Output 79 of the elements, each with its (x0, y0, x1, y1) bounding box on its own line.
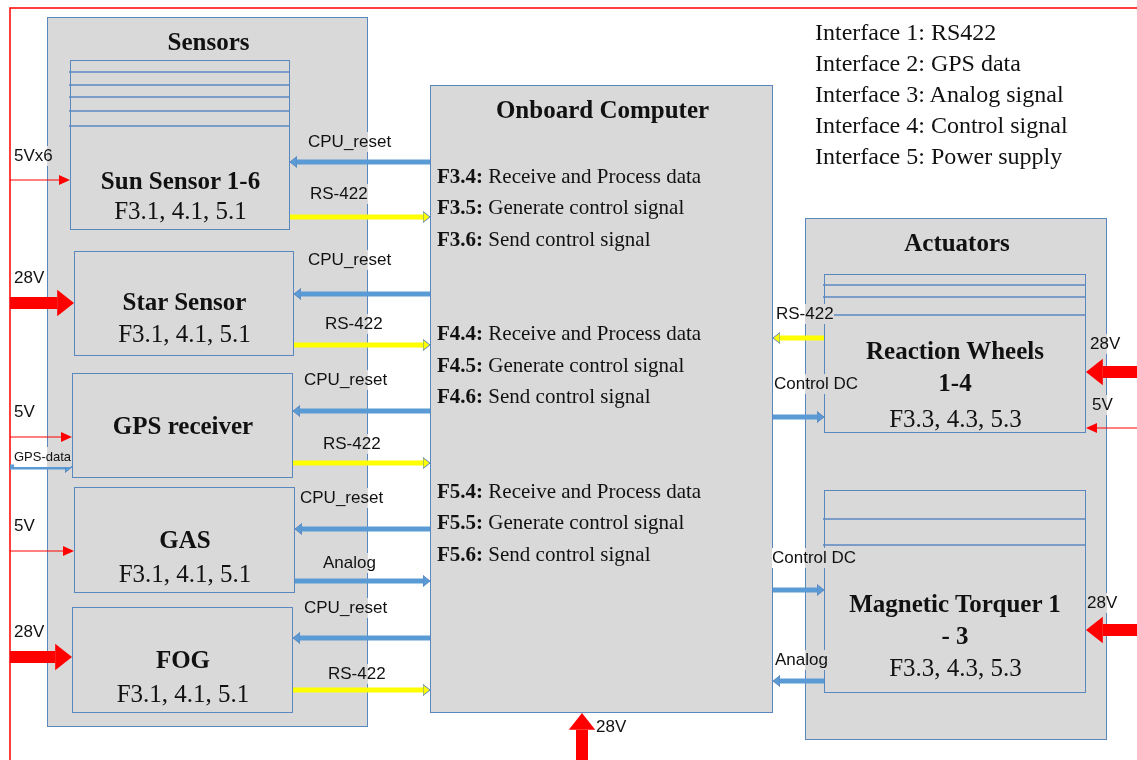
power-arrow (9, 175, 70, 185)
signal-arrow (289, 156, 430, 168)
signal-arrow (772, 675, 824, 687)
signal-arrow (293, 684, 431, 696)
edge-label: RS-422 (328, 664, 386, 684)
power-arrow (10, 289, 74, 317)
sensor-box (71, 372, 293, 478)
edge-label: CPU_reset (304, 370, 388, 390)
box-title: Actuators (903, 228, 1011, 258)
box-title: Reaction Wheels 1-4 (865, 335, 1045, 398)
function-codes: F3.1, 4.1, 5.1 (117, 559, 253, 588)
interface-note: Interface 2: GPS data (815, 49, 1021, 77)
edge-label: RS-422 (776, 304, 834, 324)
function-text: F4.4: Receive and Process data (437, 321, 703, 346)
signal-arrow (294, 339, 431, 351)
edge-label: CPU_reset (308, 132, 392, 152)
box-title: Sensors (166, 27, 251, 57)
signal-arrow (293, 457, 431, 469)
interface-note: Interface 4: Control signal (815, 111, 1068, 139)
edge-label: CPU_reset (300, 488, 384, 508)
function-text: F3.6: Send control signal (437, 227, 652, 252)
function-codes: F3.1, 4.1, 5.1 (117, 319, 252, 348)
edge-label: CPU_reset (304, 598, 388, 618)
computer-box (430, 85, 773, 713)
function-text: F3.5: Generate control signal (437, 195, 686, 220)
function-codes: F3.3, 4.3, 5.3 (888, 404, 1023, 433)
edge-label: Control DC (774, 374, 859, 394)
signal-arrow (292, 632, 430, 644)
edge-label: 28V (1087, 593, 1118, 613)
edge-label: RS-422 (325, 314, 383, 334)
signal-arrow (293, 288, 430, 300)
signal-arrow (772, 332, 824, 344)
signal-arrow (290, 211, 431, 223)
signal-arrow (292, 405, 430, 417)
function-codes: F3.1, 4.1, 5.1 (113, 196, 248, 225)
function-text: F5.5: Generate control signal (437, 510, 686, 535)
signal-arrow (773, 584, 825, 596)
power-arrow (10, 643, 72, 671)
power-arrow (9, 432, 72, 442)
edge-label: 5Vx6 (14, 146, 53, 166)
box-title: Sun Sensor 1-6 (99, 165, 262, 196)
box-title: FOG (154, 644, 212, 675)
box-title: GPS receiver (111, 410, 255, 441)
function-codes: F3.3, 4.3, 5.3 (888, 653, 1023, 682)
box-title: Magnetic Torquer 1 - 3 (848, 588, 1062, 651)
power-arrow (1086, 423, 1137, 433)
function-text: F3.4: Receive and Process data (437, 164, 703, 189)
box-title: Onboard Computer (494, 95, 711, 125)
function-text: F4.5: Generate control signal (437, 353, 686, 378)
sensor-box (71, 606, 293, 713)
sensor-box (73, 250, 294, 356)
sensor-box (69, 59, 290, 230)
sensor-box (73, 486, 295, 593)
edge-label: 28V (596, 717, 627, 737)
edge-label: RS-422 (310, 184, 368, 204)
power-arrow (1086, 358, 1137, 386)
edge-label: Control DC (772, 548, 857, 568)
interface-note: Interface 5: Power supply (815, 142, 1063, 170)
box-title: GAS (158, 524, 212, 555)
power-arrow (9, 546, 74, 556)
signal-arrow (773, 411, 825, 423)
edge-label: Analog (323, 553, 376, 573)
signal-arrow (295, 575, 431, 587)
power-arrow (568, 713, 596, 760)
signal-arrow (294, 523, 430, 535)
function-text: F4.6: Send control signal (437, 384, 652, 409)
edge-label: CPU_reset (308, 250, 392, 270)
edge-label: 28V (1090, 334, 1121, 354)
interface-note: Interface 1: RS422 (815, 18, 997, 46)
box-title: Star Sensor (121, 286, 248, 317)
function-codes: F3.1, 4.1, 5.1 (115, 679, 251, 708)
function-text: F5.4: Receive and Process data (437, 479, 703, 504)
edge-label: Analog (775, 650, 828, 670)
function-text: F5.6: Send control signal (437, 542, 652, 567)
interface-note: Interface 3: Analog signal (815, 80, 1064, 108)
edge-label: 5V (1092, 395, 1113, 415)
edge-label: RS-422 (323, 434, 381, 454)
edge-label: GPS-data (14, 447, 72, 467)
power-arrow (1086, 616, 1137, 644)
